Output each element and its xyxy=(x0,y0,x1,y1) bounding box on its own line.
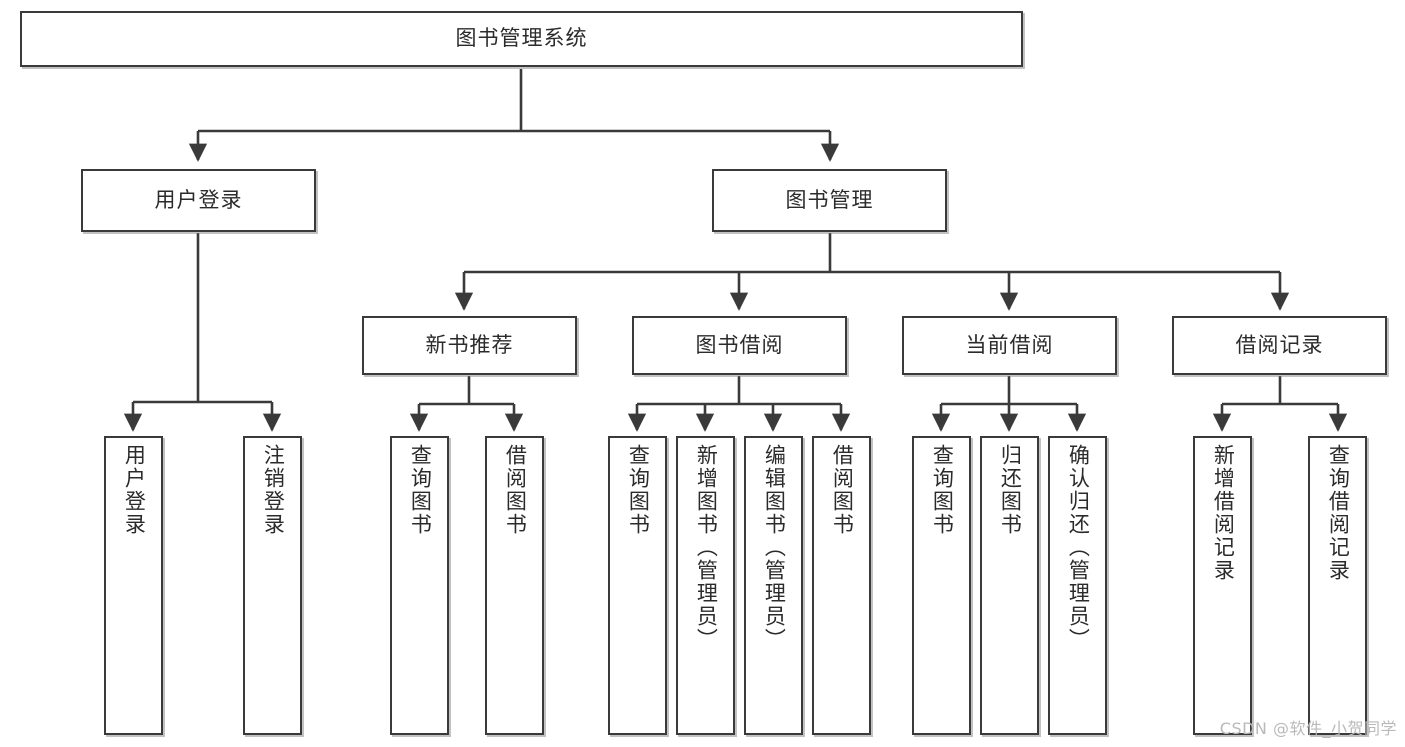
node-current-borrow[interactable]: 当前借阅 xyxy=(902,316,1117,375)
leaf-book-borrow-edit[interactable]: 编辑图书（管理员） xyxy=(744,436,803,735)
leaf-label: 查询图书 xyxy=(626,444,651,536)
node-current-borrow-label: 当前借阅 xyxy=(965,332,1054,357)
leaf-label: 归还图书 xyxy=(998,444,1023,536)
leaf-label: 用户登录 xyxy=(122,444,147,536)
node-book-borrow[interactable]: 图书借阅 xyxy=(632,316,847,375)
leaf-user-login-logout[interactable]: 注销登录 xyxy=(243,436,302,735)
leaf-label: 新增图书（管理员） xyxy=(694,444,719,651)
leaf-book-borrow-query[interactable]: 查询图书 xyxy=(608,436,667,735)
node-root[interactable]: 图书管理系统 xyxy=(20,11,1023,67)
leaf-new-book-borrow[interactable]: 借阅图书 xyxy=(485,436,544,735)
node-borrow-record-label: 借阅记录 xyxy=(1235,332,1324,357)
leaf-borrow-record-add[interactable]: 新增借阅记录 xyxy=(1193,436,1252,735)
node-book-management-label: 图书管理 xyxy=(785,187,874,212)
leaf-label: 借阅图书 xyxy=(503,444,528,536)
leaf-current-borrow-return[interactable]: 归还图书 xyxy=(980,436,1039,735)
leaf-label: 借阅图书 xyxy=(830,444,855,536)
leaf-label: 确认归还（管理员） xyxy=(1066,444,1091,651)
leaf-label: 新增借阅记录 xyxy=(1211,444,1236,582)
leaf-label: 查询借阅记录 xyxy=(1326,444,1351,582)
leaf-current-borrow-confirm[interactable]: 确认归还（管理员） xyxy=(1048,436,1107,735)
leaf-borrow-record-query[interactable]: 查询借阅记录 xyxy=(1308,436,1367,735)
leaf-label: 编辑图书（管理员） xyxy=(762,444,787,651)
leaf-current-borrow-query[interactable]: 查询图书 xyxy=(912,436,971,735)
leaf-label: 查询图书 xyxy=(408,444,433,536)
node-new-book-recommend-label: 新书推荐 xyxy=(425,332,514,357)
node-user-login-label: 用户登录 xyxy=(154,187,243,212)
leaf-new-book-query[interactable]: 查询图书 xyxy=(390,436,449,735)
leaf-book-borrow-add[interactable]: 新增图书（管理员） xyxy=(676,436,735,735)
node-book-borrow-label: 图书借阅 xyxy=(695,332,784,357)
leaf-book-borrow-borrow[interactable]: 借阅图书 xyxy=(812,436,871,735)
leaf-user-login-login[interactable]: 用户登录 xyxy=(104,436,163,735)
leaf-label: 查询图书 xyxy=(930,444,955,536)
leaf-label: 注销登录 xyxy=(261,444,286,536)
node-root-label: 图书管理系统 xyxy=(455,26,588,51)
watermark: CSDN @软件_小贺同学 xyxy=(1219,719,1397,738)
node-new-book-recommend[interactable]: 新书推荐 xyxy=(362,316,577,375)
node-borrow-record[interactable]: 借阅记录 xyxy=(1172,316,1387,375)
node-book-management[interactable]: 图书管理 xyxy=(712,169,947,232)
node-user-login[interactable]: 用户登录 xyxy=(81,169,316,232)
